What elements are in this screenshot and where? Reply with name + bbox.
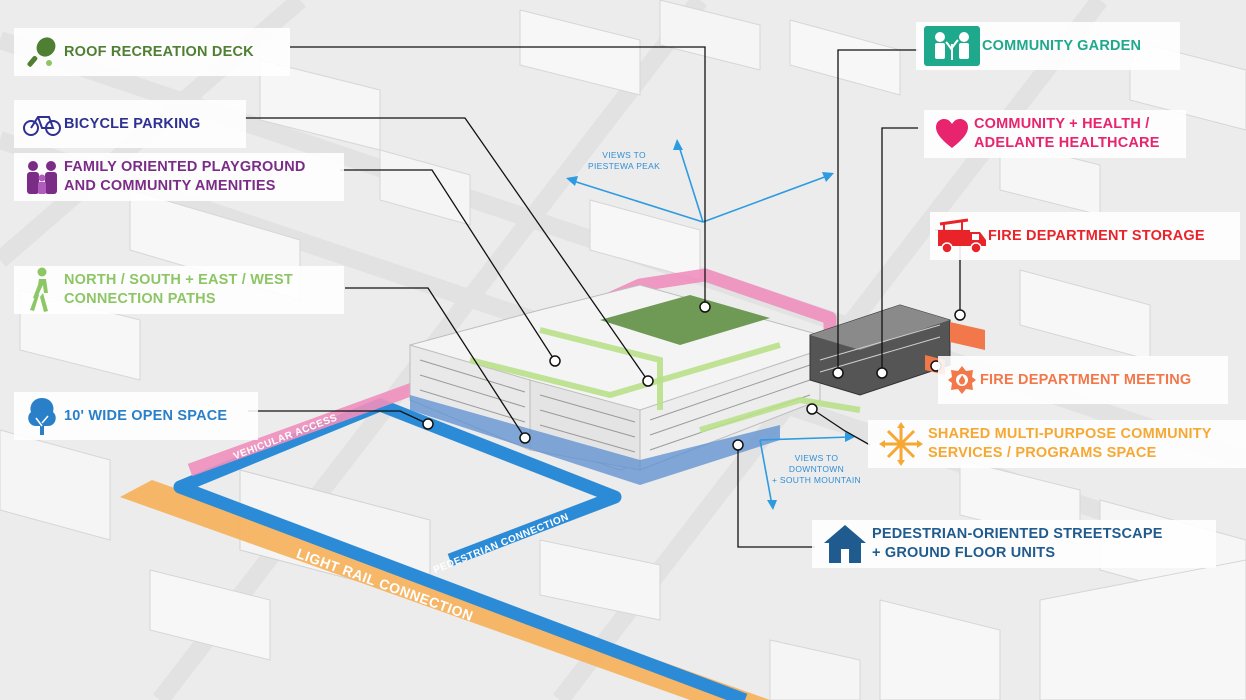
walking-person-icon [20, 267, 64, 312]
health-building [809, 304, 951, 396]
fire-meeting-text: FIRE DEPARTMENT MEETING [980, 371, 1192, 388]
roof-deck-courtyard [600, 295, 770, 345]
pedestrian-text: PEDESTRIAN-ORIENTED STREETSCAPE+ GROUND … [872, 526, 1163, 561]
tree-icon [20, 396, 64, 436]
label-community-health: COMMUNITY + HEALTH /ADELANTE HEALTHCARE [924, 110, 1186, 158]
vehicular-access-route [187, 268, 837, 477]
label-open-space: 10' WIDE OPEN SPACE [14, 392, 258, 440]
bicycle-text: BICYCLE PARKING [64, 115, 201, 132]
fire-badge-icon [944, 360, 980, 400]
paddle-icon [20, 32, 64, 72]
label-roof-recreation-deck: ROOF RECREATION DECK [14, 28, 290, 76]
label-fire-storage: FIRE DEPARTMENT STORAGE [930, 212, 1240, 260]
open-space-text: 10' WIDE OPEN SPACE [64, 407, 228, 424]
health-text: COMMUNITY + HEALTH /ADELANTE HEALTHCARE [974, 116, 1160, 151]
label-community-garden: COMMUNITY GARDEN [916, 22, 1180, 70]
garden-text: COMMUNITY GARDEN [982, 37, 1142, 54]
label-bicycle-parking: BICYCLE PARKING [14, 100, 246, 148]
main-building [409, 284, 861, 485]
bicycle-icon [20, 104, 64, 144]
leader-lines [245, 46, 961, 548]
fire-storage-text: FIRE DEPARTMENT STORAGE [988, 227, 1205, 244]
roof-deck-text: ROOF RECREATION DECK [64, 43, 254, 60]
garden-icon [922, 26, 982, 66]
views-piestewa-peak-note: VIEWS TO PIESTEWA PEAK [588, 150, 661, 171]
family-icon [20, 157, 64, 197]
label-pedestrian-streetscape: PEDESTRIAN-ORIENTED STREETSCAPE+ GROUND … [812, 520, 1216, 568]
fire-truck-icon [936, 216, 988, 256]
views-downtown-note: VIEWS TO DOWNTOWN + SOUTH MOUNTAIN [772, 453, 861, 485]
view-arrows [566, 139, 855, 510]
label-fire-meeting: FIRE DEPARTMENT MEETING [938, 356, 1228, 404]
fire-storage-block [950, 322, 985, 350]
house-icon [818, 524, 872, 564]
arrows-out-icon [874, 422, 928, 466]
heart-icon [930, 114, 974, 154]
